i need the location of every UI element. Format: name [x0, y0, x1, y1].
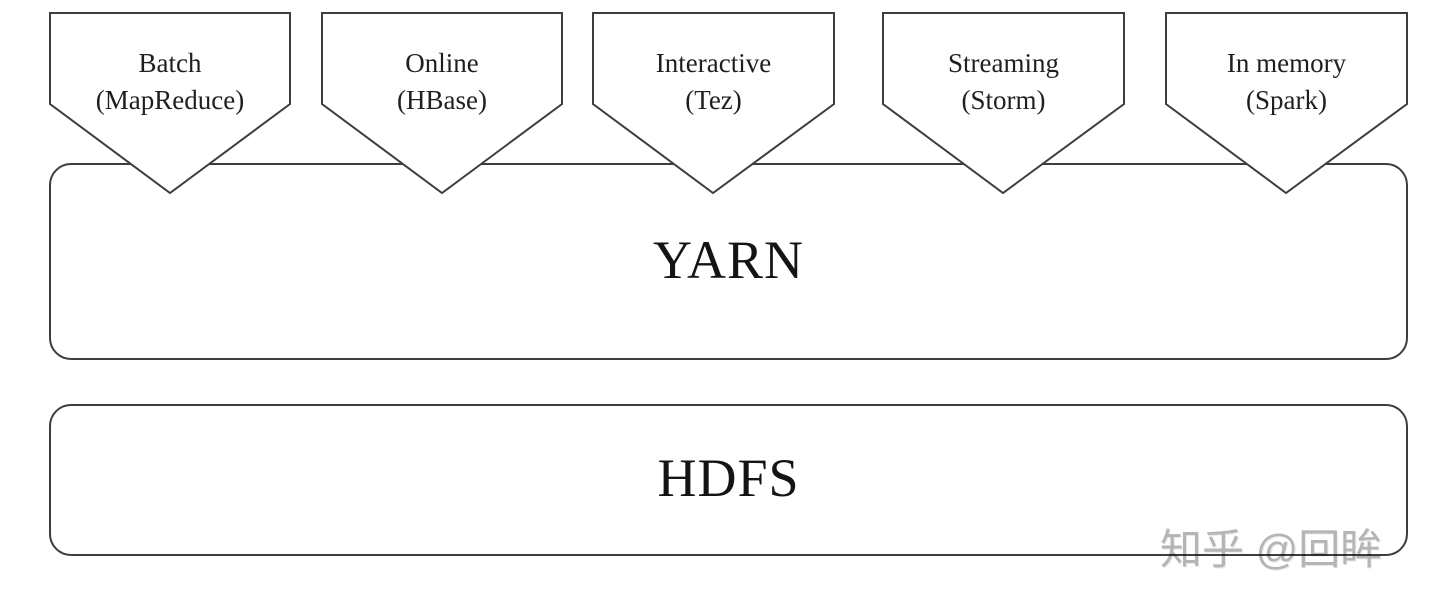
component-name: Batch — [138, 48, 202, 78]
component-name: Online — [405, 48, 479, 78]
component-batch-mapreduce: Batch (MapReduce) — [49, 12, 291, 194]
component-label: Streaming (Storm) — [882, 45, 1125, 119]
banner-arrow-shape — [49, 12, 291, 194]
component-label: Batch (MapReduce) — [49, 45, 291, 119]
component-label: Online (HBase) — [321, 45, 563, 119]
component-streaming-storm: Streaming (Storm) — [882, 12, 1125, 194]
component-engine: (Spark) — [1246, 85, 1327, 115]
banner-arrow-shape — [592, 12, 835, 194]
component-label: In memory (Spark) — [1165, 45, 1408, 119]
component-inmemory-spark: In memory (Spark) — [1165, 12, 1408, 194]
banner-arrow-shape — [1165, 12, 1408, 194]
component-engine: (Storm) — [961, 85, 1046, 115]
component-online-hbase: Online (HBase) — [321, 12, 563, 194]
component-engine: (MapReduce) — [95, 85, 245, 115]
zhihu-watermark: 知乎 @回眸 — [1160, 526, 1383, 573]
yarn-layer-box: YARN — [49, 163, 1408, 360]
component-label: Interactive (Tez) — [592, 45, 835, 119]
banner-arrow-shape — [321, 12, 563, 194]
component-interactive-tez: Interactive (Tez) — [592, 12, 835, 194]
hdfs-layer-box: HDFS — [49, 404, 1408, 556]
component-engine: (HBase) — [397, 85, 487, 115]
yarn-layer-label: YARN — [652, 229, 805, 290]
hdfs-layer-label: HDFS — [657, 448, 800, 508]
banner-arrow-shape — [882, 12, 1125, 194]
component-engine: (Tez) — [685, 85, 742, 115]
component-name: Interactive — [655, 48, 772, 78]
component-name: Streaming — [948, 48, 1059, 78]
component-name: In memory — [1226, 48, 1347, 78]
